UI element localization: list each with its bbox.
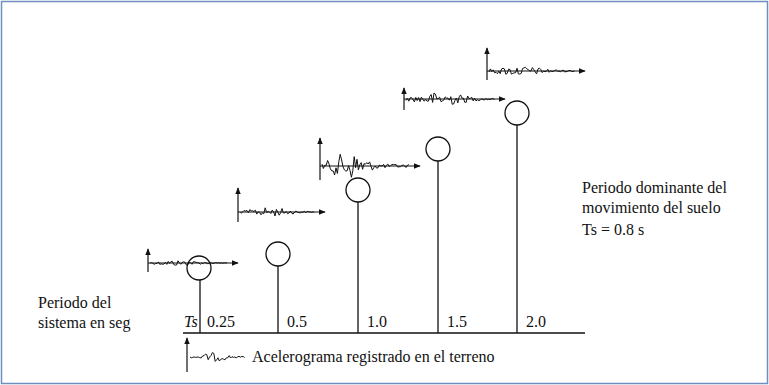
pendulum-rod [437,161,438,333]
pendulum-mass [426,137,450,161]
accelerogram-trace [240,208,314,216]
pendulum-rod [277,266,278,333]
accelerogram-trace [150,261,227,265]
pendulum-rod [516,125,517,333]
axis-title: Periodo del sistema en seg [38,293,146,333]
base-line [183,332,585,333]
note-text: Periodo dominante del movimiento del sue… [582,178,762,218]
pendulum-mass [505,101,529,125]
axis-tick: 1.0 [367,312,387,332]
ground-axis [186,338,187,372]
accelerogram-trace [190,353,245,362]
axis-tick: 2.0 [526,312,546,332]
response-axis [237,188,238,222]
accelerogram-trace [406,93,494,104]
axis-tick: 0.25 [207,312,235,332]
response-axis [147,249,148,272]
pendulum-mass [266,242,290,266]
note-text: Ts = 0.8 s [582,220,644,240]
pendulum-rod [357,202,358,333]
pendulum-mass [187,256,211,280]
axis-tick: Ts [184,312,198,332]
accelerogram-trace [489,67,574,74]
pendulum-mass [346,178,370,202]
response-axis [319,138,320,180]
accelerogram-trace [322,154,409,177]
axis-tick: 1.5 [447,312,467,332]
caption-label: Acelerograma registrado en el terreno [252,347,495,367]
axis-tick: 0.5 [287,312,307,332]
response-axis [486,48,487,80]
pendulum-rod [199,280,200,333]
